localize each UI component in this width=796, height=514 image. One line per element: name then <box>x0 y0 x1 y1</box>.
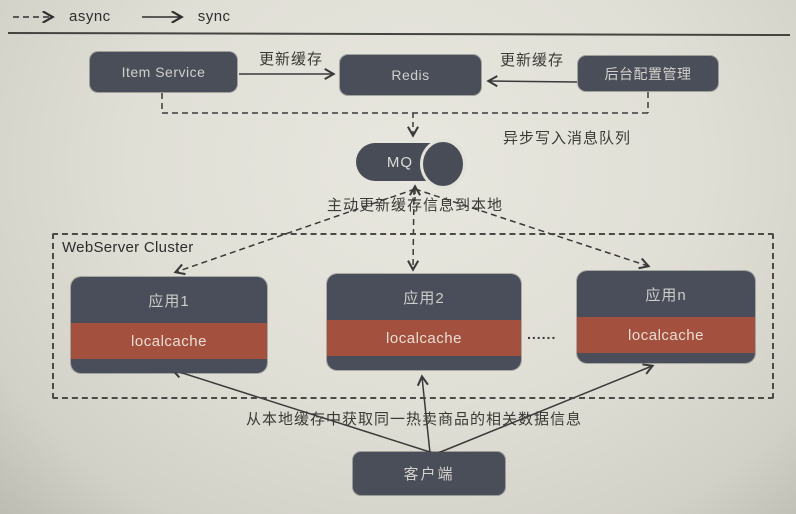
node-item-service-label: Item Service <box>121 64 206 80</box>
node-item-service: Item Service <box>90 52 237 92</box>
app-2-localcache: localcache <box>327 320 521 356</box>
node-app-2: 应用2 localcache <box>327 274 521 370</box>
node-mq-label: MQ <box>386 153 414 171</box>
apps-ellipsis: ...... <box>527 326 557 342</box>
edge-label-update-cache-right: 更新缓存 <box>499 52 564 69</box>
node-client: 客户端 <box>353 452 505 495</box>
legend-sync: sync <box>141 8 231 25</box>
divider-rule <box>7 31 791 37</box>
mq-cylinder-cap <box>420 139 466 189</box>
async-dashed-arrow-icon <box>13 10 55 23</box>
legend: async sync <box>12 8 231 25</box>
app-2-footer <box>327 356 521 370</box>
legend-async-label: async <box>69 8 111 25</box>
app-1-localcache: localcache <box>71 323 267 359</box>
node-backend-config: 后台配置管理 <box>578 56 718 91</box>
legend-async: async <box>12 8 111 25</box>
app-2-title: 应用2 <box>327 274 521 320</box>
node-redis: Redis <box>340 55 481 95</box>
node-backend-config-label: 后台配置管理 <box>604 65 692 82</box>
node-app-n: 应用n localcache <box>577 271 755 363</box>
node-client-label: 客户端 <box>403 466 455 483</box>
app-n-localcache: localcache <box>577 317 755 353</box>
app-1-footer <box>71 359 267 373</box>
sync-solid-arrow-icon <box>141 10 184 23</box>
app-n-footer <box>577 353 755 363</box>
app-1-title: 应用1 <box>71 277 267 323</box>
app-n-title: 应用n <box>577 271 755 317</box>
legend-sync-label: sync <box>197 8 231 25</box>
webserver-cluster-container <box>52 233 774 399</box>
edge-label-active-update-local: 主动更新缓存信息到本地 <box>327 197 504 214</box>
node-redis-label: Redis <box>391 67 430 83</box>
edge-label-fetch-from-local: 从本地缓存中获取同一热卖商品的相关数据信息 <box>246 411 583 428</box>
webserver-cluster-title: WebServer Cluster <box>62 239 194 256</box>
edge-label-async-write-mq: 异步写入消息队列 <box>503 130 632 147</box>
node-app-1: 应用1 localcache <box>71 277 267 373</box>
edge-label-update-cache-left: 更新缓存 <box>258 51 323 68</box>
